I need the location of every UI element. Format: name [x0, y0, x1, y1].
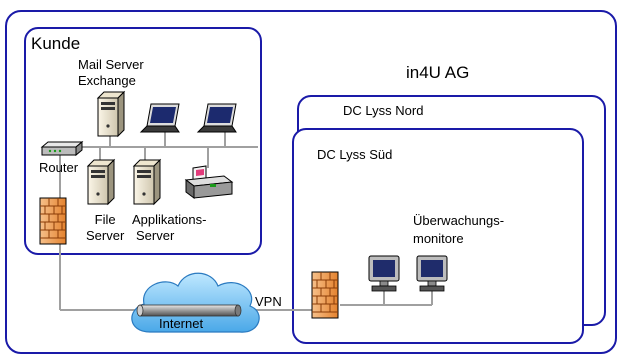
laptop-icon: [197, 103, 237, 133]
vpn-label: VPN: [255, 294, 282, 309]
file-server-label-line1: File: [94, 212, 116, 227]
internet-label: Internet: [159, 316, 204, 331]
file-server-label-line2: Server: [86, 228, 125, 243]
monitors-label-line1: Überwachungs-: [413, 213, 505, 228]
customer-label: Kunde: [31, 34, 81, 53]
customer-firewall-icon: [39, 197, 67, 245]
file-server-label: File Server: [86, 212, 124, 244]
mail-server-label-line2: Exchange: [78, 73, 136, 88]
printer-icon: [184, 165, 234, 199]
dc-south-box: [292, 128, 584, 344]
dc-south-label: DC Lyss Süd: [317, 147, 393, 162]
router-label: Router: [39, 160, 79, 175]
monitors-label: Überwachungs- monitore: [413, 212, 504, 248]
laptop-icon: [140, 103, 180, 133]
mail-server-label: Mail Server Exchange: [78, 57, 144, 89]
app-server-label-line1: Applikations-: [132, 212, 207, 227]
mail-server-label-line1: Mail Server: [78, 57, 144, 72]
app-server-label: Applikations- Server: [132, 212, 206, 244]
monitors-label-line2: monitore: [413, 231, 464, 246]
internet-pipe: [136, 304, 242, 317]
monitor-icon: [416, 255, 448, 292]
mail-server-icon: [97, 91, 125, 137]
monitor-icon: [368, 255, 400, 292]
datacenter-firewall-icon: [311, 271, 339, 319]
app-server-icon: [133, 159, 161, 205]
app-server-label-line2: Server: [136, 228, 175, 243]
router-icon: [40, 140, 84, 157]
file-server-icon: [87, 159, 115, 205]
dc-north-label: DC Lyss Nord: [343, 103, 424, 118]
provider-label: in4U AG: [406, 63, 470, 82]
